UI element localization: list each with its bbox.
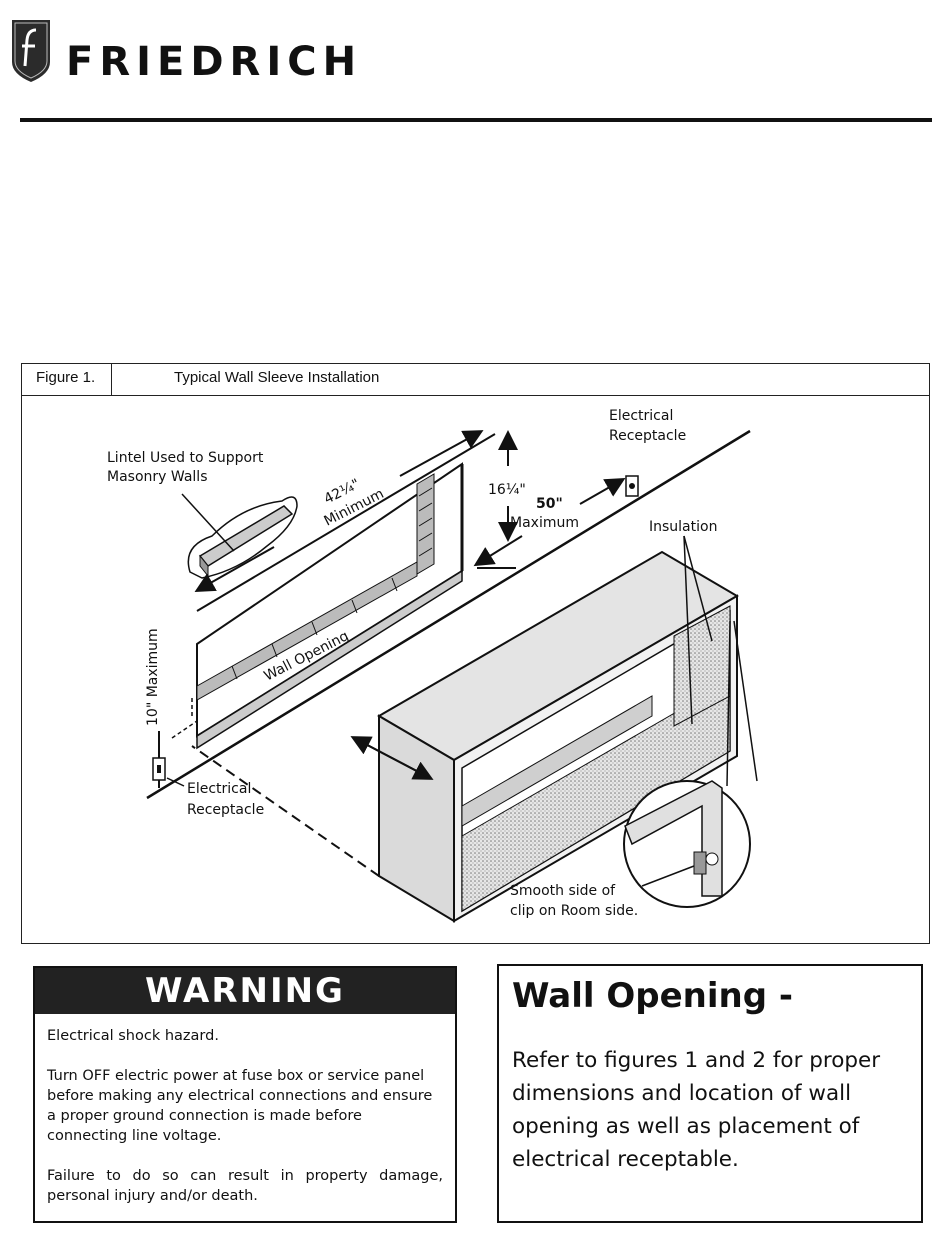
warning-line-2: Turn OFF electric power at fuse box or s… xyxy=(47,1068,433,1144)
distance-arrow-left xyxy=(473,535,523,567)
receptacle-top-line1: Electrical xyxy=(609,408,673,424)
height-value: 16¼" xyxy=(488,482,526,498)
wall-opening xyxy=(196,462,464,750)
width-arrow-top xyxy=(399,430,484,477)
receptacle-top-line2: Receptacle xyxy=(609,428,686,444)
clip-label-line2: clip on Room side. xyxy=(510,903,638,919)
insulation-pointer-2 xyxy=(683,535,693,725)
clip-detail xyxy=(623,620,758,908)
warning-heading: WARNING xyxy=(35,968,455,1014)
figure-1: Figure 1. Typical Wall Sleeve Installati… xyxy=(21,363,930,944)
warning-box: WARNING Electrical shock hazard. Turn OF… xyxy=(33,966,457,1223)
width-arrow-bottom xyxy=(194,546,275,592)
figure-number: Figure 1. xyxy=(22,364,112,395)
lintel-label-line1: Lintel Used to Support xyxy=(107,450,264,466)
distance-value: 50" xyxy=(536,496,563,512)
lintel-label-line2: Masonry Walls xyxy=(107,469,207,485)
clip-label-line1: Smooth side of xyxy=(510,883,616,899)
wall-sleeve xyxy=(191,550,739,923)
insulation-pointer-1 xyxy=(683,535,713,642)
ten-max-label: 10" Maximum xyxy=(145,628,161,726)
insulation-label: Insulation xyxy=(649,519,717,535)
wall-line-lower xyxy=(146,429,751,800)
wall-opening-text: Refer to figures 1 and 2 for proper dime… xyxy=(512,1048,881,1172)
brand-name: FRIEDRICH xyxy=(66,39,363,85)
figure-title: Typical Wall Sleeve Installation xyxy=(174,369,380,386)
brand-logo: FRIEDRICH xyxy=(10,16,370,88)
wall-opening-title: Wall Opening - xyxy=(512,976,794,1016)
distance-note: Maximum xyxy=(510,515,579,531)
ten-max-guide xyxy=(171,720,198,739)
wall-opening-box: Wall Opening - Refer to figures 1 and 2 … xyxy=(497,964,923,1223)
figure-header: Figure 1. Typical Wall Sleeve Installati… xyxy=(22,364,929,396)
warning-line-3: Failure to do so can result in property … xyxy=(47,1168,443,1204)
warning-body: Electrical shock hazard. Turn OFF electr… xyxy=(47,1026,443,1226)
warning-line-1: Electrical shock hazard. xyxy=(47,1028,219,1044)
header-rule xyxy=(20,118,932,122)
receptacle-bottom-line2: Receptacle xyxy=(187,802,264,818)
receptacle-bottom-line1: Electrical xyxy=(187,781,251,797)
friedrich-shield-logo-icon xyxy=(12,20,50,82)
wall-sleeve-diagram: Lintel Used to Support Masonry Walls 42¼… xyxy=(107,408,758,923)
wall-line-upper xyxy=(196,433,496,612)
distance-arrow-right xyxy=(579,478,626,505)
